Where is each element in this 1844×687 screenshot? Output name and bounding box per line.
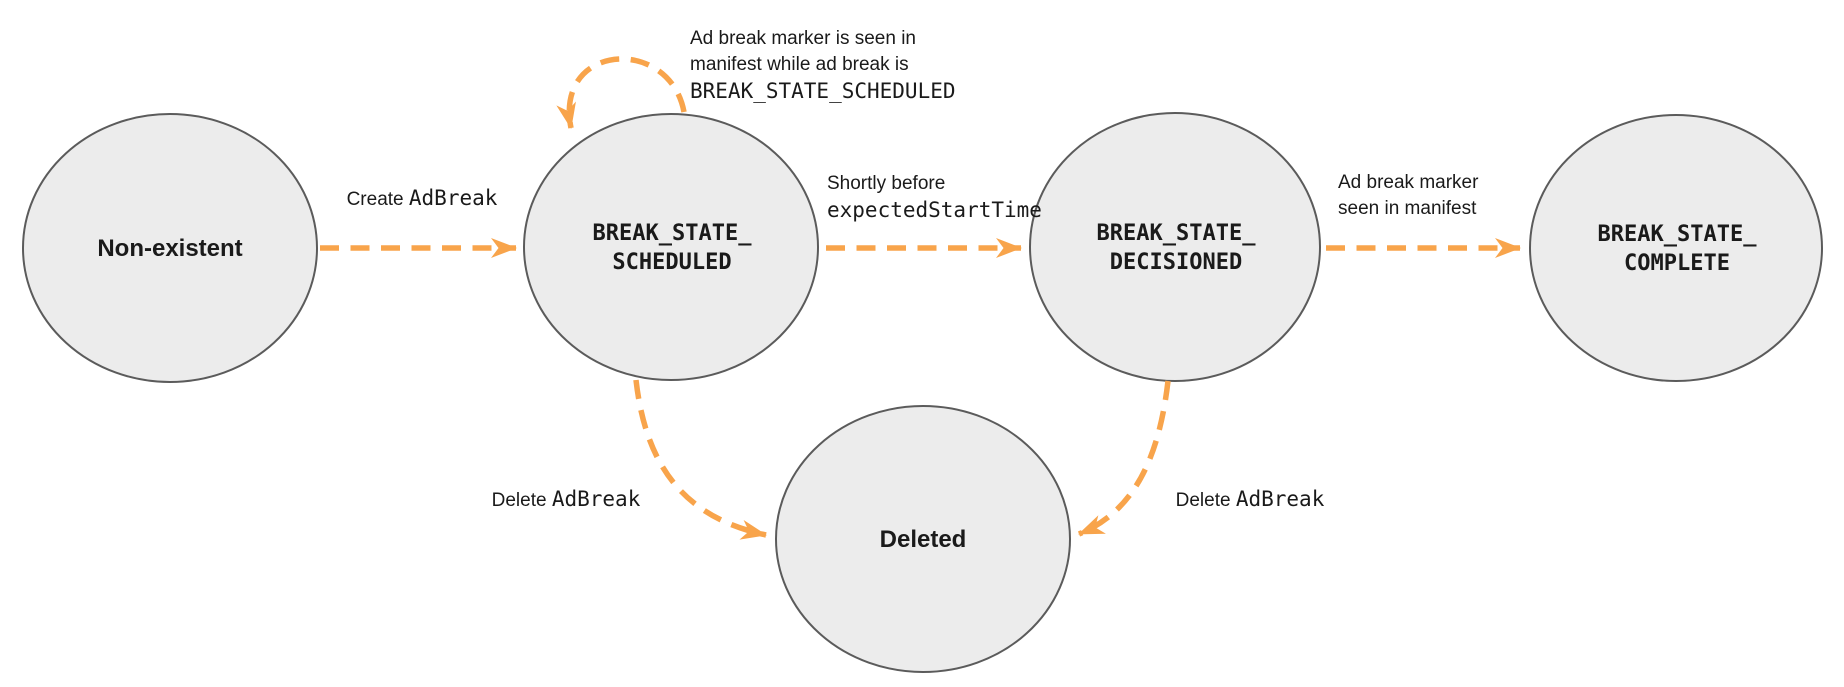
state-deleted-label: Deleted: [880, 526, 967, 554]
transition-shortly-before-code: expectedStartTime: [827, 198, 1042, 222]
state-scheduled-label: BREAK_STATE_ SCHEDULED: [593, 219, 752, 277]
state-decisioned-text-line2: DECISIONED: [1109, 250, 1243, 275]
transition-shortly-before-label: Shortly before expectedStartTime: [827, 171, 1042, 223]
state-scheduled-circle: [523, 113, 819, 381]
transition-create-label: Create AdBreak: [347, 185, 498, 213]
transition-shortly-before-text: Shortly before: [827, 173, 946, 194]
transition-marker-seen-label: Ad break marker seen in manifest: [1338, 170, 1478, 222]
transition-delete-from-decisioned-label: Delete AdBreak: [1176, 486, 1325, 514]
state-complete-text-line1: BREAK_STATE_: [1597, 222, 1757, 247]
transition-create-code: AdBreak: [408, 186, 498, 210]
transition-self-loop-code: BREAK_STATE_SCHEDULED: [690, 79, 956, 103]
transition-delete-from-scheduled-code: AdBreak: [551, 487, 641, 511]
transition-delete-from-scheduled-label: Delete AdBreak: [492, 486, 641, 514]
transition-self-loop-line1: Ad break marker is seen in: [690, 28, 916, 49]
state-decisioned-label: BREAK_STATE_ DECISIONED: [1097, 219, 1256, 277]
transition-marker-seen-line2: seen in manifest: [1338, 198, 1477, 219]
transition-marker-seen-line1: Ad break marker: [1338, 172, 1479, 193]
state-non-existent-text: Non-existent: [97, 235, 243, 262]
state-decisioned-text-line1: BREAK_STATE_: [1096, 221, 1256, 246]
state-deleted-text: Deleted: [879, 526, 967, 553]
transition-self-loop-label: Ad break marker is seen in manifest whil…: [690, 26, 956, 104]
state-complete-circle: [1529, 114, 1823, 382]
transition-delete-from-decisioned-arrow: [1077, 380, 1171, 537]
transition-create-text: Create: [346, 189, 409, 210]
transition-delete-from-scheduled-text: Delete: [491, 490, 552, 511]
state-scheduled-text-line1: BREAK_STATE_: [592, 221, 752, 246]
state-complete-text-line2: COMPLETE: [1624, 251, 1730, 276]
transition-self-loop-line2: manifest while ad break is: [690, 54, 909, 75]
transition-delete-from-decisioned-code: AdBreak: [1235, 487, 1325, 511]
state-non-existent-label: Non-existent: [97, 235, 242, 263]
transition-delete-from-scheduled-arrow: [633, 379, 767, 540]
transition-self-loop-arrow: [556, 56, 687, 129]
state-scheduled-text-line2: SCHEDULED: [612, 250, 732, 275]
transition-delete-from-decisioned-text: Delete: [1175, 490, 1236, 511]
state-decisioned-circle: [1029, 112, 1321, 382]
state-non-existent-circle: [22, 113, 318, 383]
state-deleted-circle: [775, 405, 1071, 673]
state-complete-label: BREAK_STATE_ COMPLETE: [1598, 220, 1757, 278]
